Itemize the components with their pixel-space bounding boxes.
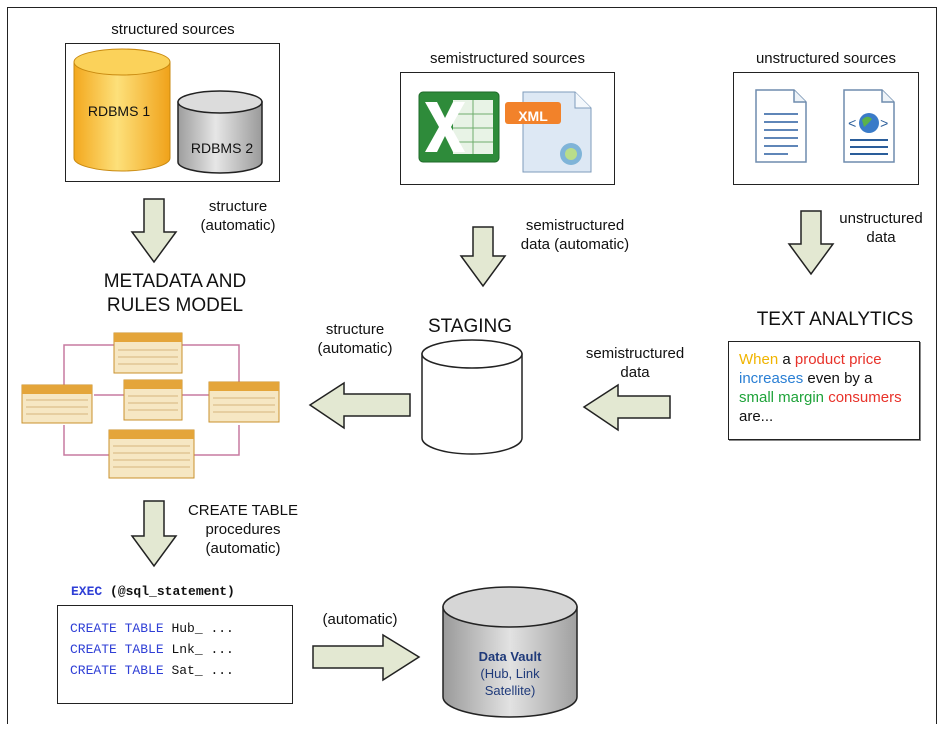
- svg-text:<: <: [848, 117, 856, 133]
- data-vault-label: Data Vault (Hub, Link Satellite): [455, 648, 565, 699]
- model-entity-left: [21, 384, 93, 424]
- sample-word: are...: [739, 408, 774, 425]
- rdbms1-label: RDBMS 1: [87, 103, 151, 119]
- arrow-down-structure: [130, 198, 178, 264]
- xml-file-icon: [505, 91, 592, 173]
- code-keyword: CREATE TABLE: [70, 621, 164, 636]
- model-entity-right: [208, 381, 280, 423]
- model-entity-top: [113, 332, 183, 374]
- excel-icon: [418, 91, 500, 163]
- structure-label-line-2: structure: [325, 321, 385, 338]
- structure-automatic-label-2: structure (automatic): [305, 320, 405, 358]
- sample-word: a: [782, 351, 791, 368]
- sample-word: increases: [739, 370, 804, 387]
- code-table-name: Hub_: [171, 621, 203, 636]
- automatic-label: (automatic): [322, 611, 398, 628]
- code-table-name: Sat_: [171, 663, 203, 678]
- semistructured-icons: [418, 91, 592, 173]
- data-vault-subtitle-line-2: Satellite): [484, 683, 536, 698]
- arrow-down-create-table: [130, 500, 178, 568]
- data-automatic-label-line: data (automatic): [520, 236, 630, 253]
- model-entity-center: [123, 379, 183, 421]
- automatic-label-line: (automatic): [200, 217, 276, 234]
- metadata-model-diagram: [21, 332, 280, 479]
- code-line: CREATE TABLE Hub_ ...: [70, 618, 292, 639]
- svg-text:>: >: [880, 117, 888, 133]
- unstructured-sources-title: unstructured sources: [755, 50, 897, 67]
- code-table-name: Lnk_: [171, 642, 203, 657]
- model-entity-bottom: [108, 429, 195, 479]
- code-keyword: CREATE TABLE: [70, 663, 164, 678]
- code-line: CREATE TABLE Lnk_ ...: [70, 639, 292, 660]
- metadata-title-line-2: RULES MODEL: [106, 295, 244, 316]
- sample-word: small margin: [739, 389, 825, 406]
- code-ellipsis: ...: [202, 642, 234, 657]
- rdbms2-cylinder-icon: [177, 90, 263, 174]
- semistructured-label-line: semistructured: [525, 217, 625, 234]
- procedures-label-line: procedures: [205, 521, 281, 538]
- semistructured-label-line-2: semistructured: [585, 345, 685, 362]
- exec-keyword: EXEC: [71, 584, 103, 599]
- arrow-left-structure: [308, 381, 411, 430]
- structured-sources-title: structured sources: [111, 21, 235, 38]
- staging-cylinder-icon: [421, 339, 523, 455]
- sample-word: product price: [794, 351, 882, 368]
- arrow-right-data-vault: [312, 633, 421, 682]
- semistructured-data-label: semistructured data: [580, 344, 690, 382]
- web-document-icon: < >: [843, 89, 895, 163]
- data-vault-subtitle-line-1: (Hub, Link: [480, 666, 540, 681]
- xml-badge-label: XML: [518, 108, 548, 124]
- metadata-model-title: METADATA AND RULES MODEL: [70, 270, 280, 318]
- model-entity-rows: [26, 349, 275, 468]
- data-label-line-2: data: [620, 364, 650, 381]
- rdbms1-cylinder-icon: [73, 48, 171, 172]
- text-analytics-sample: When a product price increases even by a…: [728, 341, 920, 440]
- diagram-frame: [7, 7, 937, 724]
- unstructured-label-line: unstructured: [839, 210, 923, 227]
- code-keyword: CREATE TABLE: [70, 642, 164, 657]
- code-ellipsis: ...: [202, 663, 234, 678]
- code-line: CREATE TABLE Sat_ ...: [70, 660, 292, 681]
- exec-argument: (@sql_statement): [110, 584, 235, 599]
- automatic-label-line-3: (automatic): [205, 540, 281, 557]
- data-label-line: data: [866, 229, 896, 246]
- unstructured-data-label: unstructured data: [826, 209, 936, 247]
- unstructured-icons: < >: [755, 89, 895, 163]
- rdbms2-label: RDBMS 2: [190, 140, 254, 156]
- structure-automatic-label-1: structure (automatic): [188, 197, 288, 235]
- sample-word: When: [739, 351, 779, 368]
- semistructured-automatic-label: semistructured data (automatic): [505, 216, 645, 254]
- sample-word: consumers: [828, 389, 902, 406]
- create-table-code-box: CREATE TABLE Hub_ ... CREATE TABLE Lnk_ …: [57, 605, 293, 704]
- sample-word: even by a: [807, 370, 873, 387]
- create-table-label-line: CREATE TABLE: [187, 502, 299, 519]
- arrow-left-semistructured: [582, 383, 671, 432]
- data-vault-title: Data Vault: [478, 649, 542, 664]
- code-ellipsis: ...: [202, 621, 234, 636]
- arrow-down-semistructured: [459, 226, 507, 288]
- staging-title: STAGING: [427, 316, 513, 337]
- automatic-label-line-2: (automatic): [317, 340, 393, 357]
- create-table-procedures-label: CREATE TABLE procedures (automatic): [178, 501, 308, 558]
- semistructured-sources-title: semistructured sources: [429, 50, 586, 67]
- text-document-icon: [755, 89, 807, 163]
- model-relationship-lines: [63, 344, 240, 456]
- data-vault-cylinder-icon: [442, 586, 578, 718]
- arrow-down-unstructured: [787, 210, 835, 276]
- exec-statement: EXEC (@sql_statement): [71, 584, 235, 599]
- text-analytics-title: TEXT ANALYTICS: [756, 309, 914, 330]
- rdbms-cylinders: [73, 48, 263, 174]
- structure-label-line: structure: [208, 198, 268, 215]
- metadata-title-line-1: METADATA AND: [103, 271, 247, 292]
